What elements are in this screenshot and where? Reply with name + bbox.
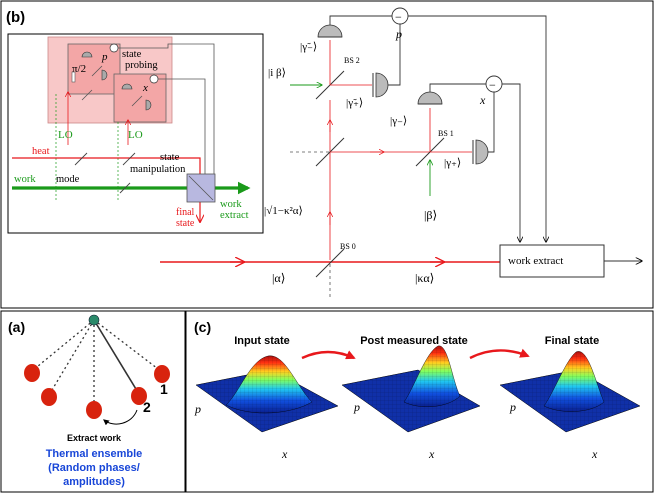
heat-label: heat [32,146,50,157]
surface-plot-post: p x [341,345,481,461]
gamma-plus-label: |γ₊⟩ [444,157,461,169]
beta-label: |β⟩ [424,208,437,222]
state-probing-label-2: probing [125,60,158,71]
transition-arrow-2 [469,348,530,360]
panel-b-label: (b) [6,9,25,26]
detector-gamma-plus-icon [475,139,489,165]
ensemble-dot [24,364,40,382]
inset-subtractor-icon [109,43,119,53]
pivot-dot [88,314,100,326]
pi2-label: π/2 [72,63,86,75]
main-p-label: p [395,27,402,41]
axis-p-3: p [509,400,516,414]
work-extract-label-2: extract [220,210,249,221]
work-label: work [14,174,36,185]
number-2: 2 [143,399,151,415]
minus-p: − [395,10,402,24]
axis-p-1: p [194,402,201,416]
ensemble-dot [41,388,57,406]
state-probing-label-1: state [122,49,142,60]
gamma-tilde-plus-label: |γ̃₊⟩ [346,97,363,109]
panel-a-label: (a) [8,319,25,335]
inset-p-label: p [101,51,108,63]
inset-detector-icon [81,51,93,58]
inset-x-label: x [142,82,148,94]
minus-x: − [489,78,496,92]
inset-diagram: π/2 p x state probing LO LO heat work mo… [7,33,264,234]
axis-x-2: x [428,447,435,461]
panel-c: (c) Input state Post measured state Fina… [194,319,641,461]
detector-gamma-tilde-minus-icon [317,24,343,38]
alpha-label: |α⟩ [272,271,285,285]
inset-detector-icon [145,99,152,111]
ensemble-dot [86,401,102,419]
work-extract-label-1: work [220,199,242,210]
surface-plot-final: p x [499,351,641,461]
thermal-label-2: (Random phases/ [48,462,140,474]
main-x-label: x [479,93,486,107]
transition-arrow-1 [301,350,356,360]
inset-subtractor-icon [149,74,159,84]
probing-inner-p [67,43,121,95]
surface-plot-input: p x [194,355,339,461]
gamma-minus-label: |γ₋⟩ [390,115,407,127]
kappa-alpha-label: |κα⟩ [415,271,434,285]
extract-arrow [103,409,138,426]
inset-detector-icon [121,83,133,90]
title-final-state: Final state [545,335,599,347]
panel-c-label: (c) [194,319,211,335]
detector-gamma-tilde-plus-icon [375,72,389,98]
lo-left-label: LO [58,129,73,141]
lo-right-label: LO [128,129,143,141]
number-1: 1 [160,381,168,397]
extract-work-label: Extract work [67,433,122,443]
final-state-label-2: state [176,218,195,229]
gamma-tilde-minus-label: |γ̃₋⟩ [300,41,317,53]
i-beta-label: |i β⟩ [268,67,286,79]
mode-label: mode [56,174,80,185]
final-state-label-1: final [176,207,195,218]
axis-x-1: x [281,447,288,461]
work-extract-label: work extract [508,255,563,267]
main-setup: |α⟩ |κα⟩ BS 0 |√1−κ²α⟩ BS 1 |β⟩ |γ₋⟩ |γ₊… [160,7,642,300]
manipulation-label-2: manipulation [130,164,186,175]
bs0-splitter [315,248,345,278]
panel-a: (a) 1 2 Extract work Thermal ensemble (R… [8,314,170,488]
inset-detector-icon [101,69,108,81]
title-post-measured: Post measured state [360,335,468,347]
ensemble-dot [154,365,170,383]
title-input-state: Input state [234,335,290,347]
bs2-label: BS 2 [344,56,360,65]
axis-p-2: p [353,400,360,414]
manipulation-label-1: state [160,152,180,163]
sqrt-alpha-label: |√1−κ²α⟩ [264,205,303,217]
bs0-label: BS 0 [340,242,356,251]
axis-x-3: x [591,447,598,461]
ensemble-dot [131,387,147,405]
thermal-label-1: Thermal ensemble [46,448,143,460]
detector-gamma-minus-icon [417,91,443,105]
bs1-label: BS 1 [438,129,454,138]
thermal-label-3: amplitudes) [63,476,125,488]
work-extract-box [499,244,605,278]
